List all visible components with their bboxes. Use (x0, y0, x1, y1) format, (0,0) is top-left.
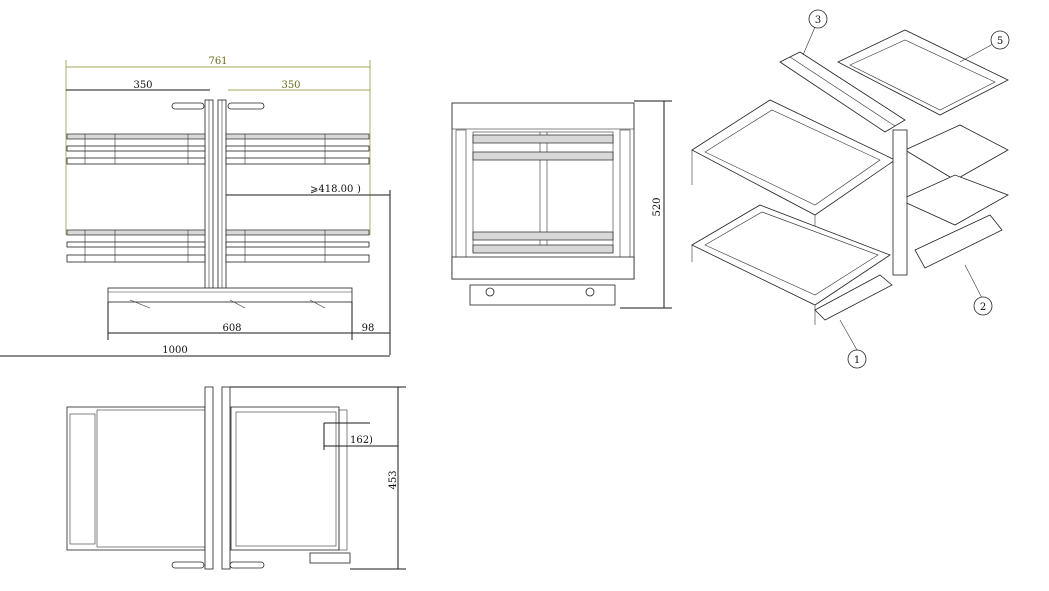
svg-text:): ) (369, 435, 373, 446)
front-upper-shelves (66, 133, 370, 165)
callout-1-label: 1 (854, 355, 860, 366)
dim-min-opening: ⩾418.00 ) (226, 184, 391, 355)
dim-front-left-label: 350 (133, 80, 152, 91)
top-tray-left (66, 406, 206, 551)
top-view: 162 ) 453 (66, 386, 406, 570)
callout-2-label: 2 (980, 302, 986, 313)
top-tray-right (230, 406, 340, 551)
dim-base-width-label: 608 (222, 323, 241, 334)
dim-side-height-label: 520 (652, 197, 663, 216)
callout-3-label: 3 (815, 15, 821, 26)
dim-top-offset-label: 162 (350, 435, 369, 446)
dim-base-extra-label: 98 (362, 323, 375, 334)
dim-front-left: 350 (66, 80, 210, 91)
dim-front-right-label: 350 (281, 80, 300, 91)
dim-base: 608 98 (107, 302, 390, 340)
callout-5-label: 5 (997, 36, 1003, 47)
svg-text:): ) (357, 184, 361, 195)
front-top-knobs (171, 102, 265, 110)
dim-front-right: 350 (228, 80, 370, 91)
callout-3: 3 (808, 9, 828, 29)
callout-2: 2 (973, 296, 993, 316)
dim-front-total: 761 (65, 56, 371, 235)
dim-top-depth: 453 (230, 386, 406, 570)
front-view: 761 350 350 (0, 56, 391, 357)
front-base (107, 287, 353, 309)
dim-min-opening-label: ⩾418.00 (310, 184, 353, 195)
callout-5: 5 (990, 30, 1010, 50)
iso-view (691, 26, 1009, 351)
dim-top-offset: 162 ) (323, 422, 398, 450)
dim-front-total-label: 761 (208, 56, 227, 67)
front-lower-shelves (66, 229, 370, 263)
dim-cabinet: 1000 (0, 345, 390, 357)
dim-cabinet-label: 1000 (162, 345, 187, 356)
side-view: 520 (451, 100, 672, 309)
dim-side-height: 520 (620, 100, 672, 309)
callout-1: 1 (847, 349, 867, 369)
dim-top-depth-label: 453 (388, 470, 399, 489)
